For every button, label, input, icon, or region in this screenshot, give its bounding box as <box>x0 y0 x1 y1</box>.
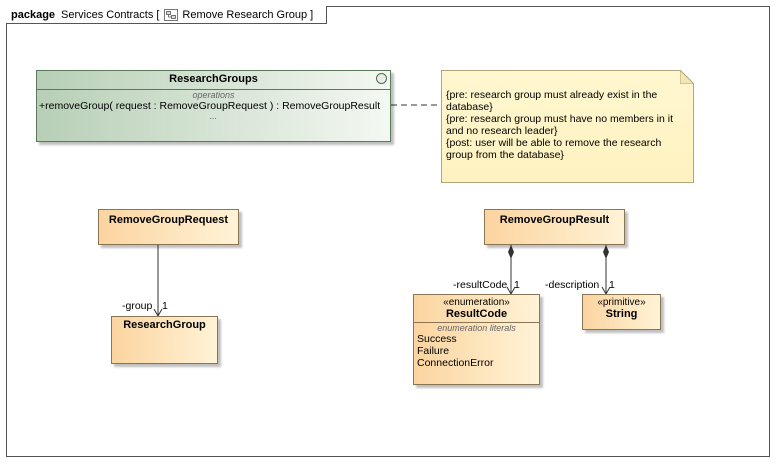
class-diagram-icon <box>164 8 179 21</box>
mult-result-code-label: 1 <box>514 279 520 291</box>
bracket-close: ] <box>310 8 314 21</box>
primitive-name: String <box>605 308 638 320</box>
note-line: {pre: research group must have no member… <box>446 113 674 125</box>
class-name: RemoveGroupResult <box>499 214 610 226</box>
constraint-note[interactable]: {pre: research group must already exist … <box>441 70 694 183</box>
enumeration-stereotype: «enumeration» <box>443 297 510 308</box>
interface-separator <box>37 89 390 90</box>
note-line: {pre: research group must already exist … <box>446 89 658 101</box>
interface-icon <box>376 73 387 84</box>
role-result-code-label: -resultCode <box>453 279 508 291</box>
mult-description-label: 1 <box>609 279 615 291</box>
frame-keyword: package <box>11 8 56 21</box>
role-group-label: -group <box>122 300 153 312</box>
class-research-group[interactable]: ResearchGroup <box>111 316 218 364</box>
operations-label: operations <box>192 90 235 100</box>
diagram-name: Remove Research Group <box>182 8 308 21</box>
enumeration-name: ResultCode <box>445 308 508 320</box>
note-line: and no research leader} <box>446 125 558 137</box>
class-remove-group-result[interactable]: RemoveGroupResult <box>484 209 625 245</box>
class-name: ResearchGroup <box>123 319 206 331</box>
interface-name: ResearchGroups <box>169 73 258 85</box>
enumeration-result-code[interactable]: «enumeration» ResultCode enumeration lit… <box>413 294 540 385</box>
operation-remove-group[interactable]: +removeGroup( request : RemoveGroupReque… <box>39 100 381 112</box>
composition-diamond-result-code <box>508 245 514 259</box>
enum-literal[interactable]: Success <box>417 333 457 345</box>
mult-group-label: 1 <box>162 300 168 312</box>
composition-diamond-description <box>603 245 609 259</box>
note-fold-corner <box>680 70 694 84</box>
enum-literal[interactable]: Failure <box>417 345 450 357</box>
note-line: {post: user will be able to remove the r… <box>446 137 662 149</box>
enum-literal[interactable]: ConnectionError <box>417 357 494 369</box>
note-line: database} <box>446 101 493 113</box>
bracket-open: [ <box>156 8 160 21</box>
enumeration-separator <box>414 322 539 323</box>
interface-research-groups[interactable]: ResearchGroups operations +removeGroup( … <box>36 70 391 142</box>
note-line: group from the database} <box>446 149 564 161</box>
frame-name: Services Contracts <box>61 8 154 21</box>
class-remove-group-request[interactable]: RemoveGroupRequest <box>98 209 239 245</box>
primitive-string[interactable]: «primitive» String <box>582 294 661 330</box>
operations-ellipsis: ... <box>209 111 218 121</box>
diagram-frame-tab: package Services Contracts [ Remove Rese… <box>6 6 328 24</box>
primitive-stereotype: «primitive» <box>597 297 646 308</box>
role-description-label: -description <box>545 279 600 291</box>
class-name: RemoveGroupRequest <box>108 214 229 226</box>
enumeration-literals-label: enumeration literals <box>437 323 516 333</box>
